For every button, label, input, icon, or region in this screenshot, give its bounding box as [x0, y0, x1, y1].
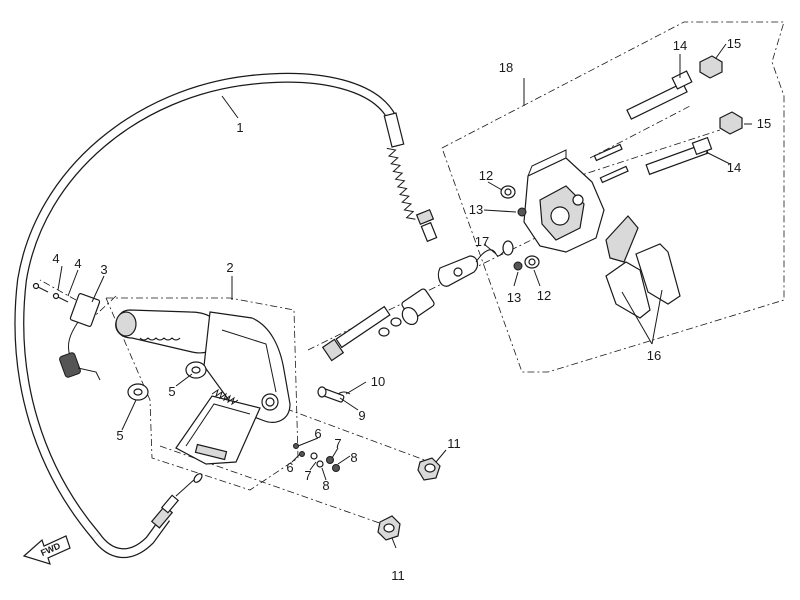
callout-14-lower: 14: [727, 160, 741, 175]
bolt-cap-lower: [719, 111, 743, 135]
callout-5-lower: 5: [116, 428, 123, 443]
callout-14-upper: 14: [673, 38, 687, 53]
callout-9: 9: [358, 408, 365, 423]
callout-7-lower: 7: [304, 468, 311, 483]
callout-4-left: 4: [52, 251, 59, 266]
forward-direction-arrow: FWD: [22, 535, 71, 565]
guide-bolt-lower: [645, 136, 713, 176]
seal-lower: [524, 255, 540, 269]
callout-18: 18: [499, 60, 513, 75]
callout-13-lower: 13: [507, 290, 521, 305]
callout-12-upper: 12: [479, 168, 493, 183]
seal-washer-upper: [517, 207, 527, 217]
callout-7-upper: 7: [334, 436, 341, 451]
callout-6-upper: 6: [314, 426, 321, 441]
switch-screws: [32, 282, 69, 303]
parking-brake-lever: [115, 309, 291, 465]
caliper-body: [523, 149, 605, 253]
guide-bolt-upper: [626, 70, 693, 120]
callout-17: 17: [475, 234, 489, 249]
caliper-assembly-boundary: [441, 21, 785, 373]
brake-pads: [605, 215, 681, 319]
callout-8-upper: 8: [350, 450, 357, 465]
callout-13-upper: 13: [469, 202, 483, 217]
callout-3: 3: [100, 262, 107, 277]
callout-6-lower: 6: [286, 460, 293, 475]
bolt-lower: [377, 515, 401, 541]
caliper-long-bolt: [321, 305, 402, 362]
brake-cable: [14, 72, 438, 559]
bolt-upper: [417, 457, 441, 481]
callout-10: 10: [371, 374, 385, 389]
brake-switch: [59, 293, 101, 381]
callout-5-upper: 5: [168, 384, 175, 399]
washers: [127, 361, 207, 401]
callout-1: 1: [236, 120, 243, 135]
seal-upper: [500, 185, 516, 199]
callout-11-upper: 11: [447, 436, 461, 451]
callout-15-lower: 15: [757, 116, 771, 131]
callout-12-lower: 12: [537, 288, 551, 303]
callout-8-lower: 8: [322, 478, 329, 493]
slide-pins: [593, 143, 629, 184]
callout-4-right: 4: [74, 256, 81, 271]
retaining-clip: [337, 391, 351, 395]
leader-lines: [57, 43, 752, 549]
callout-labels: 1 2 3 4 4 5 5 6 6 7 7 8 8 9 10 11 11 12 …: [52, 36, 771, 583]
callout-11-lower: 11: [391, 568, 405, 583]
bolt-cap-upper: [699, 55, 723, 79]
clevis-pin: [317, 386, 345, 403]
caliper-piston: [401, 288, 435, 326]
callout-2: 2: [226, 260, 233, 275]
lever-assembly-boundary: [105, 297, 299, 491]
callout-15-upper: 15: [727, 36, 741, 51]
caliper-actuator-arm: [437, 255, 479, 287]
callout-16: 16: [647, 348, 661, 363]
small-hardware: [293, 443, 340, 472]
seal-washer-lower: [513, 261, 523, 271]
